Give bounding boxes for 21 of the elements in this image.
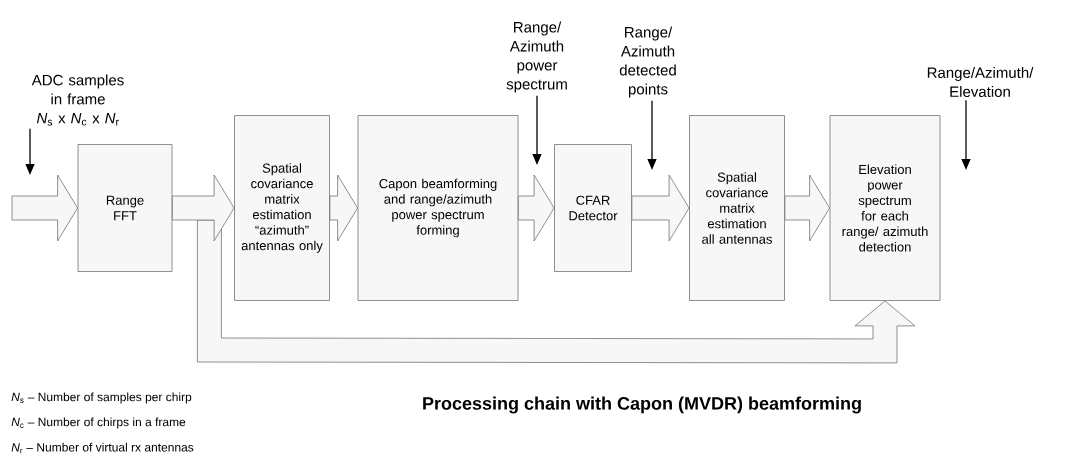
note-text: N$_{c}$ – Number of chirps in a frame [11,417,186,429]
process-box: Range FFT [77,144,173,272]
process-box: Spatial covariance matrix estimation “azimuth” antennas only [234,115,330,301]
block-arrow [329,174,358,242]
process-box: Spatial covariance matrix estimation all antennas [689,115,785,301]
block-arrow [631,174,690,242]
note-text: N$_{s}$ – Number of samples per chirp [11,392,192,404]
signal-label: Range/Azimuth/ Elevation [927,67,1034,97]
process-box: CFAR Detector [554,144,632,272]
process-box: Capon beamforming and range/azimuth power spectrum forming [357,115,519,301]
block-arrow [11,174,78,242]
signal-label: Range/ Azimuth power spectrum [506,21,567,93]
block-arrow [197,219,916,364]
block-arrow [518,174,555,242]
signal-label: ADC samples in frame N$_{s}$ x N$_{c}$ x N$_{r}$ [31,74,124,126]
block-arrow [784,174,830,242]
block-arrow [172,174,235,242]
signal-label: Range/ Azimuth detected points [619,26,676,98]
process-box: Elevation power spectrum for each range/ azimuth detection [829,115,941,301]
caption: Processing chain with Capon (MVDR) beamforming [423,396,861,414]
note-text: N$_{r}$ – Number of virtual rx antennas [11,442,194,454]
